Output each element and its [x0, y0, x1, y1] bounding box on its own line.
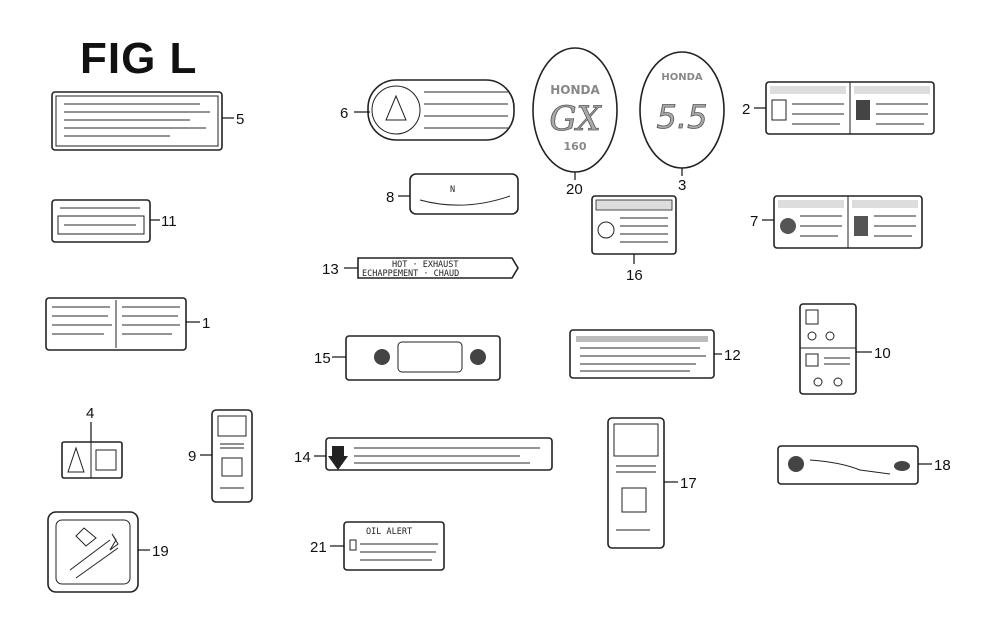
callout-19: 19 [152, 543, 169, 560]
n-mark: N [450, 185, 455, 195]
callout-14: 14 [294, 449, 311, 466]
callout-6: 6 [340, 105, 348, 122]
callout-21: 21 [310, 539, 327, 556]
callout-1: 1 [202, 315, 210, 332]
honda-text-gx: HONDA [550, 83, 600, 97]
callout-8: 8 [386, 189, 394, 206]
honda-text-55: HONDA [661, 72, 703, 83]
callout-9: 9 [188, 448, 196, 465]
label-8[interactable]: N [409, 173, 519, 215]
callout-16: 16 [626, 267, 643, 284]
callout-20: 20 [566, 181, 583, 198]
label-17[interactable] [607, 417, 665, 549]
gx-text: GX [549, 99, 602, 139]
callout-4: 4 [86, 405, 94, 422]
callout-15: 15 [314, 350, 331, 367]
label-21[interactable]: OIL ALERT [343, 521, 445, 571]
label-18[interactable] [777, 445, 919, 485]
callout-11: 11 [161, 213, 177, 230]
label-7[interactable] [773, 195, 923, 249]
label-5[interactable] [51, 91, 223, 151]
callout-12: 12 [724, 347, 741, 364]
gx-number-text: 160 [564, 140, 587, 153]
label-1[interactable] [45, 297, 187, 351]
echappement-text: ECHAPPEMENT · CHAUD [362, 269, 459, 279]
label-12[interactable] [569, 329, 715, 379]
label-16[interactable] [591, 195, 677, 255]
callout-5: 5 [236, 111, 244, 128]
callout-2: 2 [742, 101, 750, 118]
label-19[interactable] [47, 511, 139, 593]
callout-18: 18 [934, 457, 951, 474]
label-9[interactable] [211, 409, 253, 503]
label-14[interactable] [325, 437, 553, 471]
figure-title: FIG L [80, 34, 198, 83]
oil-alert-text: OIL ALERT [366, 527, 412, 537]
callout-7: 7 [750, 213, 758, 230]
label-3[interactable]: HONDA 5.5 [639, 51, 725, 169]
five-five-text: 5.5 [657, 98, 708, 136]
label-11[interactable] [51, 199, 151, 243]
label-13[interactable]: HOT · EXHAUST ECHAPPEMENT · CHAUD [357, 257, 519, 279]
label-20[interactable]: HONDA GX 160 [532, 47, 618, 173]
label-15[interactable] [345, 335, 501, 381]
callout-3: 3 [678, 177, 686, 194]
callout-13: 13 [322, 261, 339, 278]
label-10[interactable] [799, 303, 857, 395]
hot-exhaust-text: HOT · EXHAUST [392, 260, 459, 270]
callout-17: 17 [680, 475, 697, 492]
label-2[interactable] [765, 81, 935, 135]
callout-10: 10 [874, 345, 891, 362]
label-4[interactable] [61, 441, 123, 479]
label-6[interactable] [367, 79, 515, 141]
